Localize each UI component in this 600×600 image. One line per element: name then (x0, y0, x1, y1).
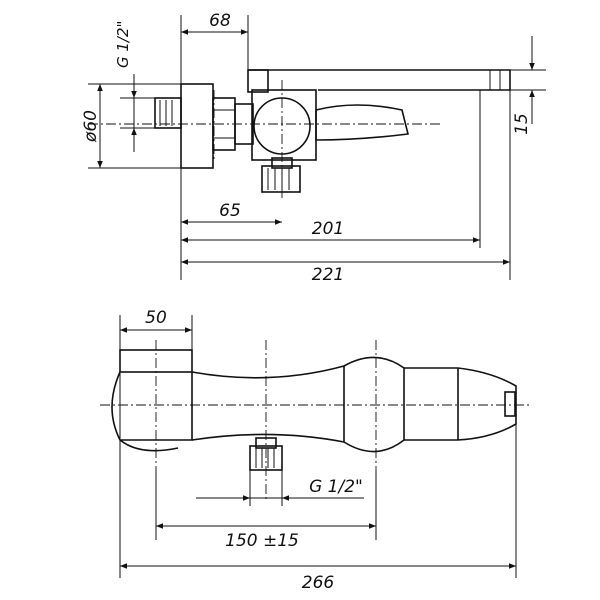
flow-knob (343, 356, 405, 453)
front-outlet-thread (249, 445, 283, 471)
dim-label-68: 68 (209, 11, 231, 31)
dim-label-221: 221 (312, 265, 344, 285)
mixer-housing (251, 89, 317, 161)
wall-rosette (180, 83, 214, 169)
right-knob (343, 356, 405, 453)
left-body-end (111, 371, 193, 441)
outlet-connector (261, 157, 301, 193)
dim-label-15: 15 (512, 113, 532, 135)
wall-connector (154, 83, 254, 169)
dim-label-201: 201 (312, 219, 344, 239)
spout-outline (248, 69, 511, 91)
front-outlet (249, 437, 283, 471)
spout-tip (404, 367, 517, 441)
dim-label-65: 65 (219, 201, 241, 221)
connector-sleeve (234, 103, 254, 145)
top-view: 68 G 1/2" ø60 15 65 201 221 (81, 11, 546, 285)
spout-arm (248, 69, 511, 91)
dim-label-150: 150 ±15 (225, 531, 299, 551)
cartridge-circle (253, 97, 311, 155)
thread-label-top: G 1/2" (114, 21, 132, 68)
thread-stub (154, 97, 182, 129)
spout-nozzle (504, 391, 516, 417)
dim-label-50: 50 (145, 308, 167, 328)
lever-base (247, 69, 269, 93)
dim-label-266: 266 (302, 573, 335, 593)
left-end-cap (111, 349, 193, 452)
outlet-thread (261, 165, 301, 193)
thread-label-front: G 1/2" (309, 477, 363, 497)
spout-cone (404, 367, 517, 441)
dim-label-phi60: ø60 (81, 110, 101, 143)
thermostat-body (191, 364, 345, 443)
front-view: 50 G 1/2" 150 ±15 266 (100, 308, 530, 593)
handle-lever (315, 104, 409, 141)
